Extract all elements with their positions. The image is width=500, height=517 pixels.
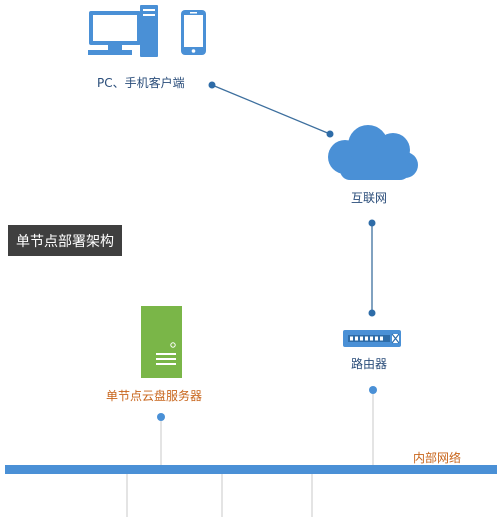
- internet-router-link: [368, 219, 376, 317]
- cloud-icon: [328, 125, 418, 180]
- server-lan-link: [157, 413, 165, 465]
- desktop-pc-icon: [88, 5, 158, 57]
- client-label: PC、手机客户端: [97, 76, 185, 90]
- diagram-title: 单节点部署架构: [8, 225, 122, 256]
- internet-label: 互联网: [351, 191, 388, 205]
- smartphone-icon: [181, 10, 206, 55]
- server-label: 单节点云盘服务器: [106, 389, 203, 403]
- router-lan-link: [369, 386, 377, 465]
- lan-label: 内部网络: [413, 451, 462, 465]
- client-internet-link: [208, 81, 334, 138]
- lan-drop-lines: [126, 474, 313, 517]
- router-icon: [343, 330, 401, 347]
- router-label: 路由器: [351, 357, 388, 371]
- lan-bus: [5, 465, 497, 474]
- server-tower-icon: [141, 306, 182, 378]
